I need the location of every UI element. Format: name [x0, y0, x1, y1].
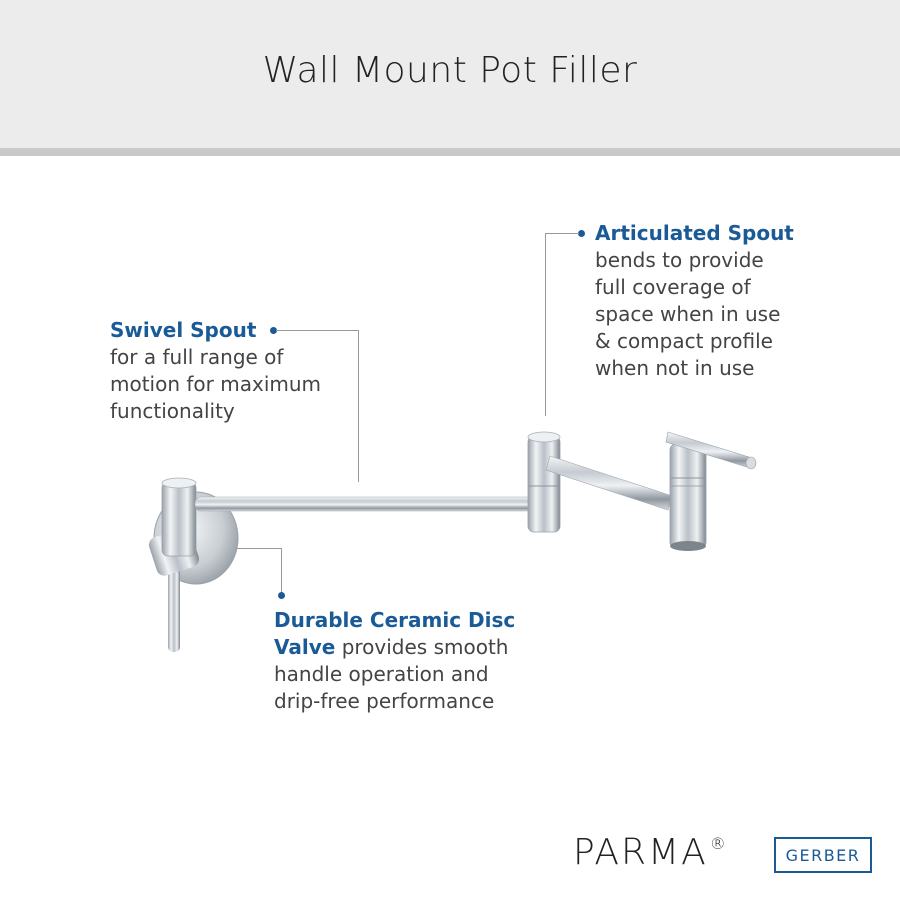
callout-line: full coverage of	[595, 275, 751, 299]
leader-line	[545, 233, 546, 416]
brand-logo-gerber: GERBER	[774, 837, 872, 873]
leader-line	[276, 330, 359, 331]
brand-name: PARMA	[573, 832, 708, 873]
callout-line: bends to provide	[595, 248, 764, 272]
callout-line: functionality	[110, 399, 235, 423]
brand-logo-parma: PARMA®	[573, 832, 728, 873]
callout-heading-cont: Valve	[274, 635, 336, 659]
registered-mark: ®	[709, 834, 728, 853]
callout-articulated-spout: Articulated Spout bends to provide full …	[595, 220, 855, 382]
callout-heading: Swivel Spout	[110, 318, 257, 342]
callout-line: & compact profile	[595, 329, 773, 353]
callout-line: motion for maximum	[110, 372, 322, 396]
callout-line: space when in use	[595, 302, 781, 326]
callout-line: handle operation and	[274, 662, 489, 686]
leader-line	[545, 233, 579, 234]
callout-ceramic-valve: Durable Ceramic Disc Valve provides smoo…	[274, 607, 564, 715]
callout-line: provides smooth	[335, 635, 509, 659]
leader-line	[358, 330, 359, 482]
leader-line	[237, 548, 282, 549]
pot-filler-faucet-image	[148, 431, 757, 652]
callout-line: drip-free performance	[274, 689, 495, 713]
leader-line	[281, 548, 282, 592]
callout-swivel-spout: Swivel Spout for a full range of motion …	[110, 317, 360, 425]
leader-dot	[578, 230, 585, 237]
callout-heading: Durable Ceramic Disc	[274, 608, 516, 632]
callout-line: for a full range of	[110, 345, 284, 369]
header-divider	[0, 148, 900, 156]
page-title: Wall Mount Pot Filler	[262, 50, 638, 91]
callout-line: when not in use	[595, 356, 755, 380]
partner-name: GERBER	[785, 845, 861, 865]
callout-heading: Articulated Spout	[595, 221, 794, 245]
leader-dot	[270, 327, 277, 334]
header-band	[0, 0, 900, 148]
leader-dot	[278, 592, 285, 599]
